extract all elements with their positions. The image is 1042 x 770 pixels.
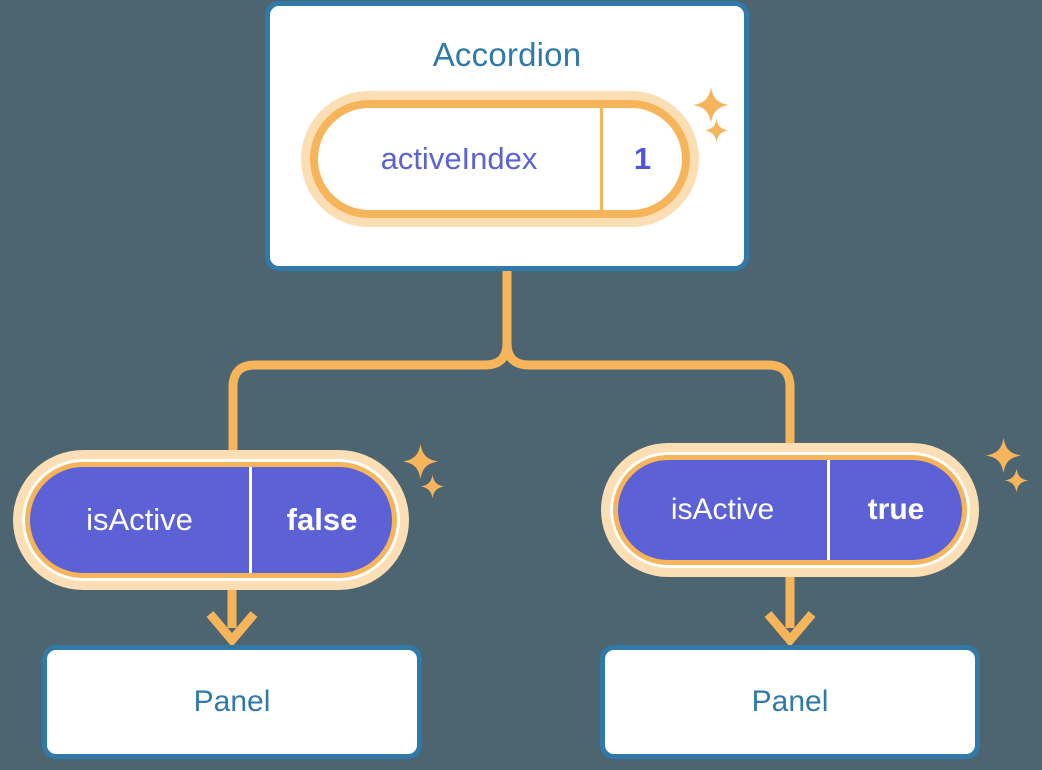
sparkle-large-icon bbox=[402, 443, 439, 480]
panel-right-title: Panel bbox=[751, 685, 829, 718]
state-pill-active-index: activeIndex 1 bbox=[310, 100, 690, 218]
panel-left-title: Panel bbox=[193, 685, 271, 718]
state-pill-key: activeIndex bbox=[380, 141, 538, 176]
sparkle-small-icon bbox=[1004, 468, 1029, 493]
prop-pill-is-active-true: isActive true bbox=[610, 452, 970, 568]
prop-pill-is-active-false: isActive false bbox=[22, 459, 400, 581]
prop-pill-value: true bbox=[827, 460, 962, 560]
prop-pill-key: isActive bbox=[670, 493, 775, 526]
sparkle-small-icon bbox=[420, 474, 445, 499]
prop-pill-value: false bbox=[249, 467, 392, 573]
sparkle-large-icon bbox=[985, 437, 1022, 474]
state-pill-value: 1 bbox=[600, 108, 682, 210]
arrow-down-icon bbox=[764, 611, 816, 647]
panel-card-left: Panel bbox=[42, 645, 422, 759]
accordion-card-title: Accordion bbox=[432, 36, 582, 73]
arrow-down-icon bbox=[206, 611, 258, 647]
prop-pill-key: isActive bbox=[86, 502, 193, 537]
panel-card-right: Panel bbox=[600, 645, 980, 759]
